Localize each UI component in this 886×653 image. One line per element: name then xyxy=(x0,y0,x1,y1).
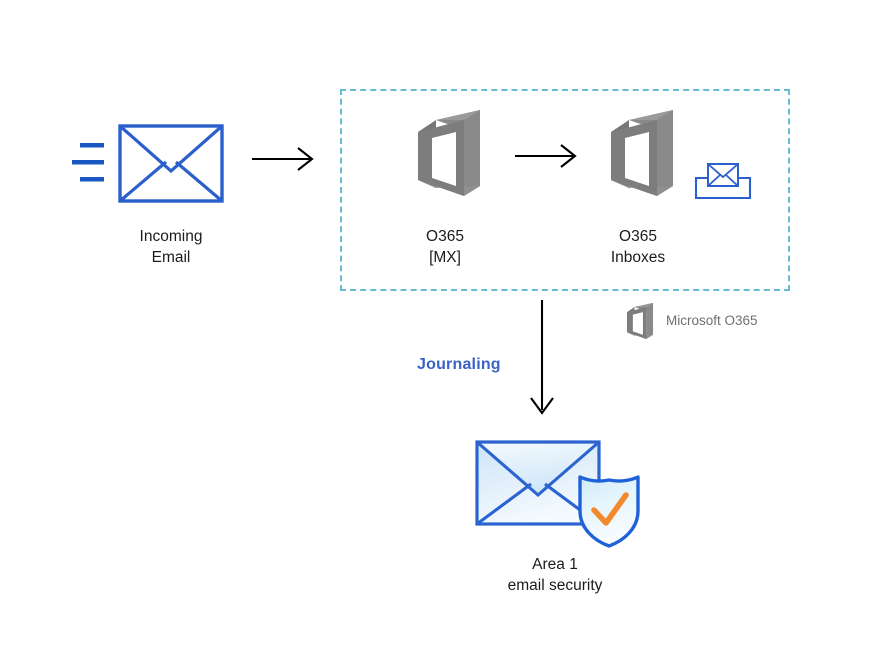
office365-logo-icon xyxy=(418,110,480,196)
node-area1-email-security-label: Area 1 email security xyxy=(507,556,603,594)
connector-inboxes-to-area1 xyxy=(530,300,554,415)
microsoft-o365-boundary-region xyxy=(340,89,790,291)
node-o365-inboxes-label: O365 Inboxes xyxy=(610,228,666,266)
motion-line-middle xyxy=(72,160,104,165)
node-o365-mx[interactable]: O365 [MX] xyxy=(385,108,505,273)
motion-line-top xyxy=(80,143,104,148)
motion-line-bottom xyxy=(80,177,104,182)
office365-logo-icon xyxy=(626,302,654,339)
connector-o365-mx-to-inboxes xyxy=(515,144,577,168)
inbox-tray-envelope-icon xyxy=(694,163,752,200)
node-area1-email-security[interactable]: Area 1 email security xyxy=(455,432,655,602)
office365-logo-icon xyxy=(611,110,673,196)
node-incoming-email-label: Incoming Email xyxy=(139,228,203,266)
legend: Microsoft O365 xyxy=(620,302,820,346)
connector-incoming-to-o365-mx xyxy=(252,147,314,171)
node-o365-mx-label: O365 [MX] xyxy=(426,228,464,266)
legend-item-label: Microsoft O365 xyxy=(666,313,758,328)
node-o365-inboxes[interactable]: O365 Inboxes xyxy=(578,108,698,273)
connector-journaling-label: Journaling xyxy=(417,356,501,373)
envelope-outline-icon xyxy=(72,124,224,203)
node-incoming-email[interactable]: Incoming Email xyxy=(70,118,270,288)
envelope-shield-check-icon xyxy=(475,440,640,548)
